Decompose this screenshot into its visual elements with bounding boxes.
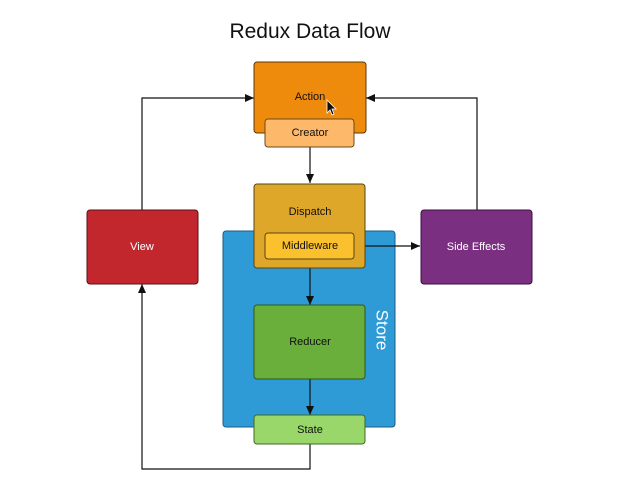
creator-label: Creator <box>292 127 329 139</box>
connectors <box>138 94 478 470</box>
middleware-box <box>264 232 355 260</box>
state-box <box>253 414 366 445</box>
reducer-box <box>253 304 366 380</box>
edge-view-to-action <box>141 94 254 210</box>
middleware-node[interactable]: Middleware <box>264 232 355 260</box>
view-box <box>86 209 199 285</box>
side-effects-label: Side Effects <box>447 241 506 253</box>
creator-box <box>264 118 355 148</box>
side-effects-box <box>420 209 533 285</box>
state-node[interactable]: State <box>253 414 366 445</box>
dispatch-label: Dispatch <box>289 206 332 218</box>
mouse-pointer-icon <box>326 99 337 116</box>
action-label: Action <box>295 91 326 103</box>
reducer-label: Reducer <box>289 336 331 348</box>
store-label: Store <box>373 310 392 351</box>
diagram-title: Redux Data Flow <box>229 20 391 43</box>
edge-state-to-view <box>138 284 311 470</box>
view-node[interactable]: View <box>86 209 199 285</box>
view-label: View <box>130 241 154 253</box>
edge-side-effects-to-action <box>366 94 478 210</box>
side-effects-node[interactable]: Side Effects <box>420 209 533 285</box>
creator-node[interactable]: Creator <box>264 118 355 148</box>
middleware-label: Middleware <box>282 240 338 252</box>
reducer-node[interactable]: Reducer <box>253 304 366 380</box>
state-label: State <box>297 424 323 436</box>
